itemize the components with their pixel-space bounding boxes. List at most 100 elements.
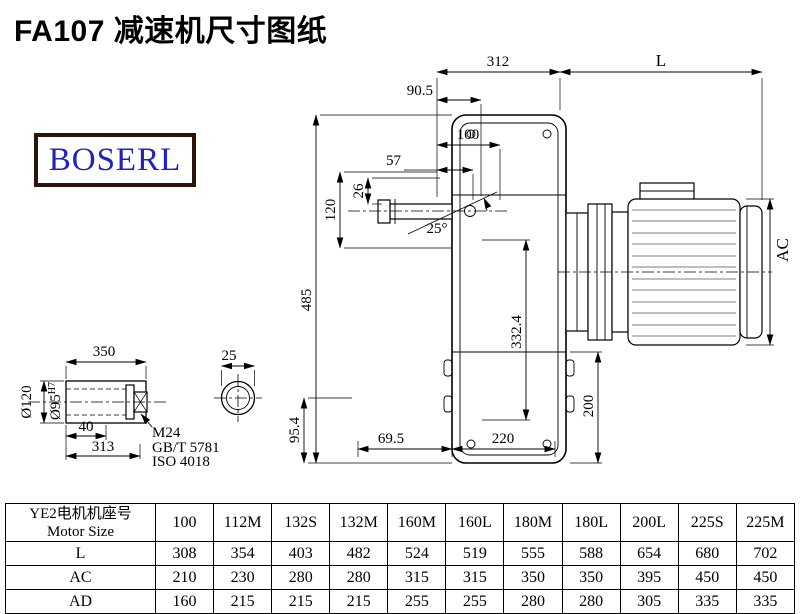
dim-AC-label: AC [773, 238, 792, 262]
dim-57: 57 [386, 153, 474, 200]
cell: 255 [387, 589, 447, 614]
dim-350-label: 350 [93, 344, 116, 360]
output-shaft [348, 199, 508, 224]
bolt-note-iso: ISO 4018 [152, 454, 210, 470]
cell: 280 [271, 565, 331, 590]
dim-L: L [559, 51, 763, 200]
col-header: 132S [271, 503, 331, 542]
motor-size-header: YE2电机机座号 Motor Size [5, 503, 156, 542]
dim-485: 485 [299, 114, 452, 464]
cell: 280 [329, 565, 389, 590]
cell: 680 [677, 541, 737, 566]
dim-25-label: 25 [222, 348, 237, 364]
dim-25: 25 [220, 348, 256, 386]
cell: 335 [677, 589, 737, 614]
boserl-logo-text: BOSERL [48, 141, 182, 178]
table-row-L: L 308 354 403 482 524 519 555 588 654 68… [5, 541, 796, 566]
table-row-AC: AC 210 230 280 280 315 315 350 350 395 4… [5, 565, 796, 590]
table-row-AD: AD 160 215 215 215 255 255 280 280 305 3… [5, 589, 796, 614]
cell: 315 [387, 565, 447, 590]
cell: 588 [561, 541, 621, 566]
col-header: 225M [735, 503, 796, 542]
dim-313-label: 313 [92, 439, 115, 455]
cell: 308 [154, 541, 215, 566]
dim-100: 100 [436, 127, 501, 200]
dim-40-label: 40 [79, 419, 94, 435]
bolt-callout: M24 GB/T 5781 ISO 4018 [140, 413, 220, 470]
cell: 702 [735, 541, 796, 566]
dim-313: 313 [65, 439, 141, 460]
motor-size-cn: YE2电机机座号 [29, 505, 132, 522]
dim-69-5: 69.5 [357, 431, 453, 457]
cell: 335 [735, 589, 796, 614]
cell: 403 [271, 541, 331, 566]
cell: 450 [677, 565, 737, 590]
boserl-logo: BOSERL [34, 133, 196, 187]
dim-AC: AC [746, 198, 792, 346]
col-header: 160M [387, 503, 447, 542]
cell: 315 [445, 565, 505, 590]
dim-312-label: 312 [487, 54, 510, 70]
dim-26: 26 [351, 177, 440, 205]
main-view: 25° 312 L 90.5 100 57 [287, 51, 792, 464]
dim-57-label: 57 [386, 153, 402, 169]
dim-332-4-label: 332.4 [509, 315, 525, 349]
col-header: 160L [445, 503, 505, 542]
cell: 160 [154, 589, 215, 614]
cell: 450 [735, 565, 796, 590]
dim-dia-120-label: Ø120 [19, 385, 35, 418]
row-label: AC [5, 565, 156, 590]
cell: 215 [329, 589, 389, 614]
page-title: FA107 减速机尺寸图纸 [14, 15, 328, 48]
dim-bore-95H7: Ø95H7 [47, 382, 64, 420]
col-header: 180M [503, 503, 563, 542]
dim-95-4: 95.4 [287, 397, 352, 464]
cell: 519 [445, 541, 505, 566]
col-header: 132M [329, 503, 389, 542]
dim-220-label: 220 [492, 431, 515, 447]
dim-angle-label: 25° [427, 221, 448, 237]
dim-332-4: 332.4 [482, 239, 530, 421]
row-label: AD [5, 589, 156, 614]
dim-90-5-label: 90.5 [407, 83, 433, 99]
cell: 215 [271, 589, 331, 614]
cell: 524 [387, 541, 447, 566]
shaft-body [28, 380, 168, 424]
col-header: 180L [561, 503, 621, 542]
table-header-row: YE2电机机座号 Motor Size 100 112M 132S 132M 1… [5, 503, 796, 542]
cell: 280 [561, 589, 621, 614]
cell: 350 [503, 565, 563, 590]
cell: 215 [213, 589, 273, 614]
dim-120-label: 120 [323, 199, 339, 222]
dim-L-label: L [656, 51, 666, 70]
dim-200: 200 [570, 351, 602, 464]
cell: 210 [154, 565, 215, 590]
motor [558, 182, 772, 346]
dim-bore-label: Ø95H7 [47, 382, 64, 420]
cell: 395 [619, 565, 679, 590]
angle-indicator: 25° [407, 191, 498, 237]
cell: 305 [619, 589, 679, 614]
motor-size-en: Motor Size [46, 523, 115, 540]
dim-95-4-label: 95.4 [287, 416, 303, 443]
cell: 654 [619, 541, 679, 566]
dim-100-label: 100 [457, 127, 480, 143]
shaft-end-circle [214, 374, 262, 422]
col-header: 225S [677, 503, 737, 542]
cell: 350 [561, 565, 621, 590]
dim-dia-120: Ø120 [19, 380, 64, 424]
cell: 280 [503, 589, 563, 614]
technical-drawing: 25° 312 L 90.5 100 57 [19, 51, 792, 470]
dim-350: 350 [65, 344, 147, 379]
gearbox-housing [443, 114, 575, 464]
dim-120: 120 [323, 171, 452, 249]
motor-dimension-table: YE2电机机座号 Motor Size 100 112M 132S 132M 1… [5, 503, 796, 614]
cell: 354 [213, 541, 273, 566]
cell: 555 [503, 541, 563, 566]
col-header: 112M [213, 503, 273, 542]
col-header: 100 [154, 503, 215, 542]
dim-485-label: 485 [299, 289, 315, 312]
cell: 482 [329, 541, 389, 566]
dim-26-label: 26 [351, 183, 367, 199]
bolt-note-gbt: GB/T 5781 [152, 440, 220, 456]
